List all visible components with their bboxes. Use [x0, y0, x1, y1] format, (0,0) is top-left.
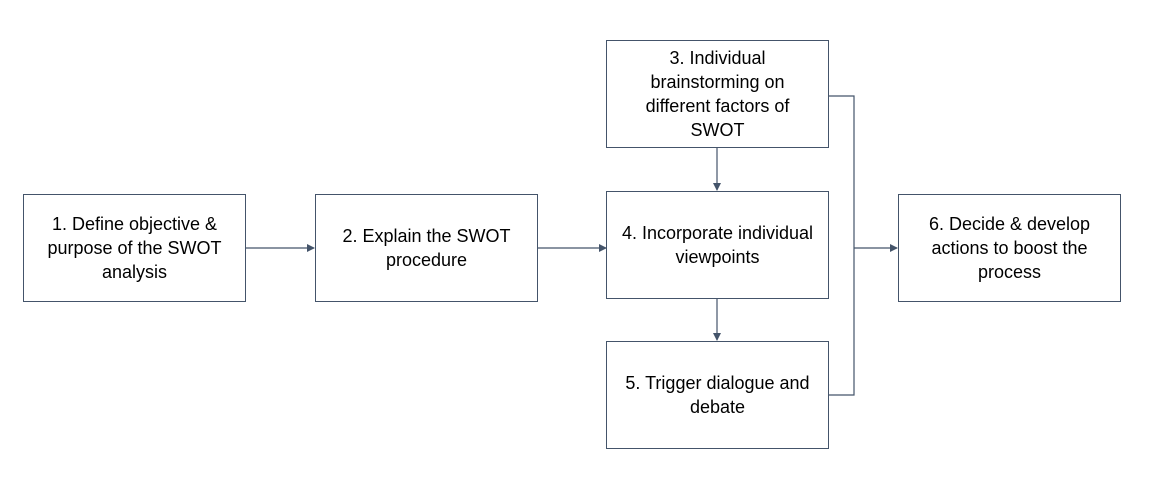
- step-3-label: 3. Individual brainstorming on different…: [645, 48, 790, 140]
- step-3-box: 3. Individual brainstorming on different…: [606, 40, 829, 148]
- step-5-label: 5. Trigger dialogue and debate: [625, 373, 810, 417]
- step-2-label: 2. Explain the SWOT procedure: [342, 226, 511, 270]
- step-1-label: 1. Define objective & purpose of the SWO…: [47, 214, 222, 282]
- step-6-box: 6. Decide & develop actions to boost the…: [898, 194, 1121, 302]
- step-2-box: 2. Explain the SWOT procedure: [315, 194, 538, 302]
- bracket-step3-step5: [829, 95, 855, 396]
- step-4-label: 4. Incorporate individual viewpoints: [621, 223, 814, 267]
- step-4-box: 4. Incorporate individual viewpoints: [606, 191, 829, 299]
- step-5-box: 5. Trigger dialogue and debate: [606, 341, 829, 449]
- step-1-box: 1. Define objective & purpose of the SWO…: [23, 194, 246, 302]
- step-6-label: 6. Decide & develop actions to boost the…: [928, 214, 1091, 282]
